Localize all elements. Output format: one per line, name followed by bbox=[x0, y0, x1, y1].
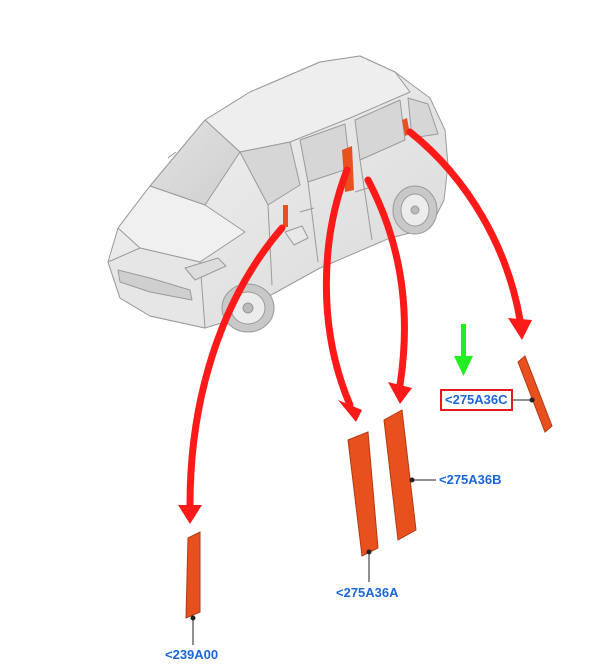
part-piece-275A36C bbox=[517, 355, 553, 433]
car-rear-wheel bbox=[392, 185, 438, 235]
part-piece-275A36B bbox=[383, 409, 417, 541]
arrow-to-275A36A bbox=[322, 166, 354, 409]
car-side-mirror bbox=[284, 225, 309, 246]
part-label-275A36A[interactable]: <275A36A bbox=[336, 585, 399, 600]
part-piece-239A00 bbox=[185, 531, 201, 619]
part-piece-275A36A bbox=[347, 431, 379, 557]
part-label-239A00[interactable]: <239A00 bbox=[165, 647, 219, 662]
arrow-to-239A00 bbox=[186, 224, 286, 509]
car-quarter-window bbox=[407, 97, 439, 139]
callout-arrowheads bbox=[178, 318, 532, 524]
arrow-to-275A36B bbox=[364, 176, 408, 389]
car-side-window-front bbox=[239, 141, 301, 206]
down-arrow-icon bbox=[454, 324, 473, 376]
car-side-window-rear bbox=[354, 99, 406, 161]
car-outline-icon bbox=[107, 55, 449, 333]
part-label-275A36B[interactable]: <275A36B bbox=[439, 472, 502, 487]
part-pieces bbox=[185, 355, 553, 619]
pillar-highlight-a bbox=[283, 205, 288, 227]
car-headlight bbox=[184, 257, 227, 281]
part-label-275A36C[interactable]: <275A36C bbox=[440, 389, 513, 411]
leader-lines bbox=[190, 397, 535, 645]
arrow-to-275A36C bbox=[406, 128, 524, 324]
callout-arrows bbox=[186, 128, 524, 509]
car-grille bbox=[117, 269, 193, 301]
